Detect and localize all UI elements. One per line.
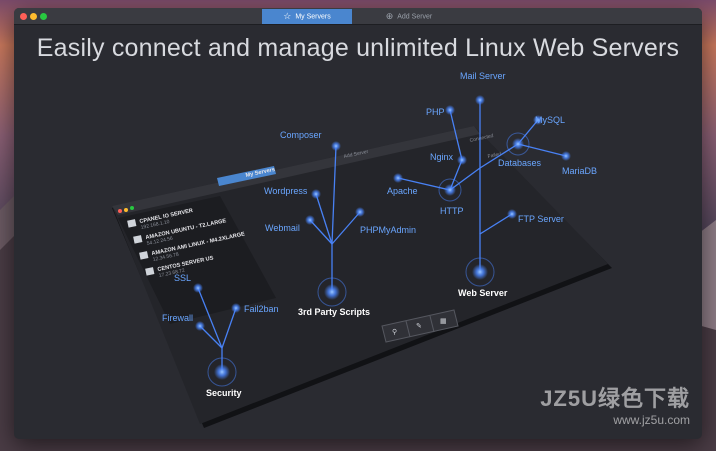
diagram-nodes bbox=[193, 95, 571, 387]
server-ip: 192.168.1.10 bbox=[140, 219, 170, 231]
node-mail-server: Mail Server bbox=[460, 71, 506, 81]
inner-tab-my-servers bbox=[217, 166, 276, 186]
node-mysql: MySQL bbox=[535, 115, 565, 125]
node-webmail: Webmail bbox=[265, 223, 300, 233]
node-http: HTTP bbox=[440, 206, 464, 216]
plus-circle-icon: ⊕ bbox=[385, 11, 394, 21]
server-ip: 12.34.56.78 bbox=[152, 252, 179, 263]
server-icon bbox=[127, 219, 137, 228]
close-window-button[interactable] bbox=[20, 13, 27, 20]
tab-add-server[interactable]: ⊕Add Server bbox=[374, 9, 444, 24]
group-label-web-server: Web Server bbox=[458, 288, 508, 298]
node-nginx: Nginx bbox=[430, 152, 454, 162]
server-icon bbox=[145, 267, 155, 276]
tilted-app-panel: My Servers Add Server CPANEL IO SERVER 1… bbox=[112, 126, 612, 428]
zoom-window-button[interactable] bbox=[40, 13, 47, 20]
node-php: PHP bbox=[426, 107, 445, 117]
node-phpmyadmin: PHPMyAdmin bbox=[360, 225, 416, 235]
inner-tab-add-server-label: Add Server bbox=[343, 149, 369, 160]
server-ip: 17.23.68.72 bbox=[158, 268, 185, 279]
calendar-icon[interactable]: ▦ bbox=[440, 318, 447, 325]
node-firewall: Firewall bbox=[162, 313, 193, 323]
panel-toolbar: ⚲ ✎ ▦ bbox=[381, 309, 459, 343]
minimize-window-button[interactable] bbox=[30, 13, 37, 20]
edit-icon[interactable]: ✎ bbox=[416, 323, 422, 330]
group-label-security: Security bbox=[206, 388, 242, 398]
tab-add-server-label: Add Server bbox=[397, 13, 433, 21]
illustration: My Servers Add Server CPANEL IO SERVER 1… bbox=[112, 71, 612, 428]
app-window: ☆My Servers ⊕Add Server Easily connect a… bbox=[14, 8, 702, 439]
watermark: JZ5U绿色下载 www.jz5u.com bbox=[540, 381, 690, 427]
server-icon bbox=[133, 235, 143, 244]
node-apache: Apache bbox=[387, 186, 418, 196]
node-composer: Composer bbox=[280, 130, 322, 140]
node-mariadb: MariaDB bbox=[562, 166, 597, 176]
star-icon: ☆ bbox=[283, 11, 292, 21]
title-bar: ☆My Servers ⊕Add Server bbox=[14, 8, 702, 25]
watermark-brand: JZ5U绿色下载 bbox=[540, 386, 690, 411]
group-label-3rd-party: 3rd Party Scripts bbox=[298, 307, 370, 317]
server-ip: 54.12.24.56 bbox=[146, 236, 173, 247]
node-wordpress: Wordpress bbox=[264, 186, 308, 196]
node-fail2ban: Fail2ban bbox=[244, 304, 279, 314]
watermark-url: www.jz5u.com bbox=[613, 413, 690, 427]
tab-my-servers-label: My Servers bbox=[295, 13, 331, 21]
node-ssl: SSL bbox=[174, 273, 191, 283]
status-failed: Failed bbox=[487, 151, 502, 160]
page-headline: Easily connect and manage unlimited Linu… bbox=[36, 34, 680, 62]
node-ftp-server: FTP Server bbox=[518, 214, 564, 224]
diagram-labels: Security SSL Firewall Fail2ban 3rd Party… bbox=[162, 71, 597, 398]
server-icon bbox=[139, 251, 149, 260]
link-icon[interactable]: ⚲ bbox=[392, 328, 397, 336]
node-databases: Databases bbox=[498, 158, 542, 168]
status-connected: Connected bbox=[469, 133, 494, 144]
tab-my-servers[interactable]: ☆My Servers bbox=[262, 9, 352, 24]
